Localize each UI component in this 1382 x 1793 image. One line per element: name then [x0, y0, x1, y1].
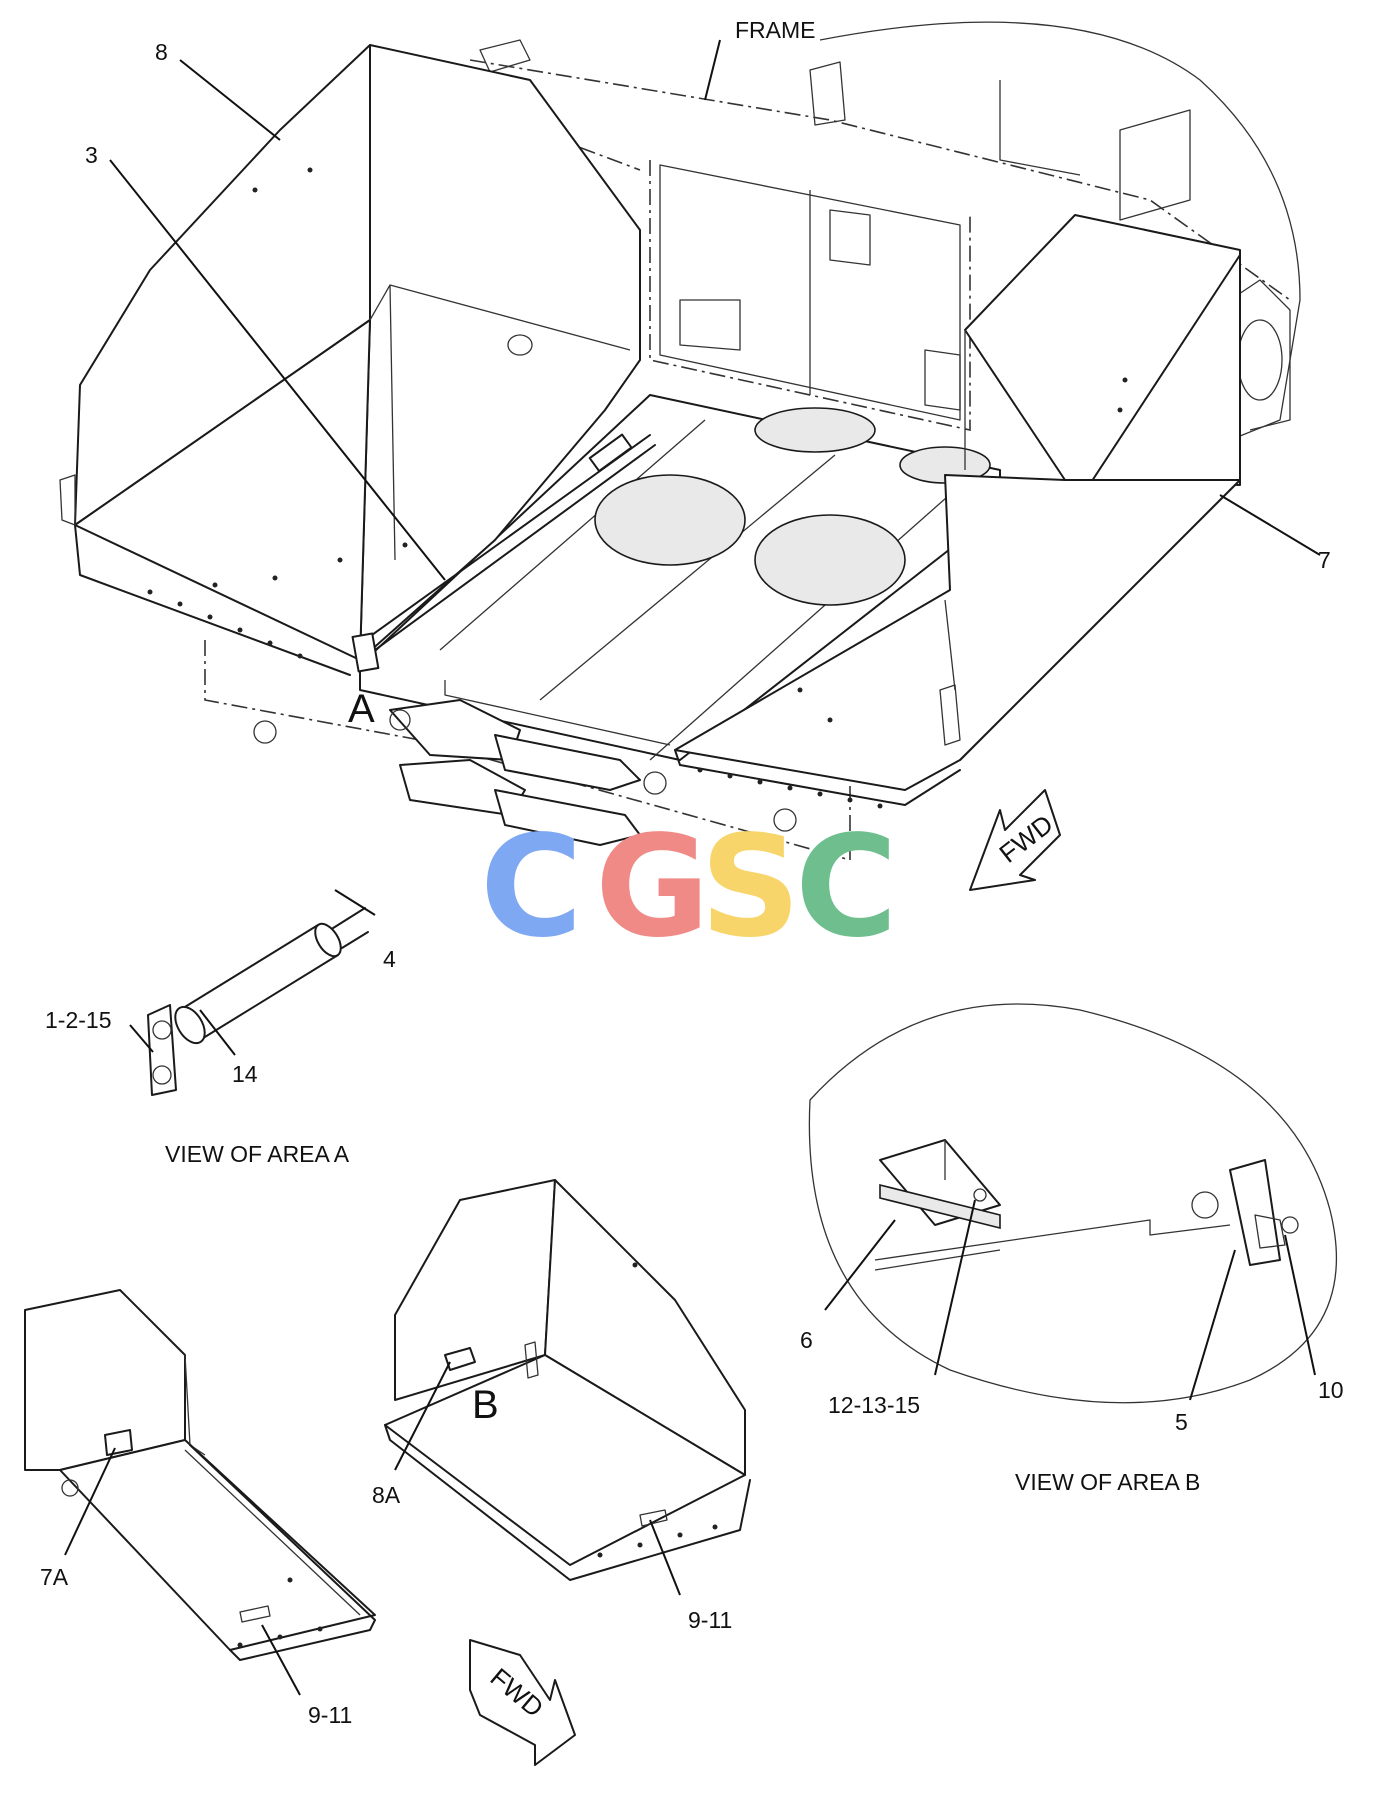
label-7: 7 — [1318, 547, 1331, 573]
right-hood-7 — [674, 214, 1241, 809]
area-b-detail — [808, 1003, 1337, 1404]
watermark-logo: C G S C — [480, 806, 898, 969]
label-8: 8 — [155, 39, 168, 65]
floor-plate — [359, 394, 1001, 761]
label-9-11-middle: 9-11 — [688, 1607, 732, 1633]
leader-lines — [64, 39, 1321, 1696]
hood-7a-view — [24, 1289, 376, 1661]
label-14: 14 — [232, 1061, 258, 1087]
caption-view-area-b: VIEW OF AREA B — [1015, 1469, 1200, 1495]
label-7a: 7A — [40, 1564, 69, 1590]
hood-8a-view — [384, 1179, 751, 1581]
label-3: 3 — [85, 142, 98, 168]
label-area-b: B — [472, 1383, 499, 1427]
frame-outline — [204, 21, 1301, 861]
lower-brackets — [253, 699, 797, 846]
watermark-letter-2: G — [595, 806, 710, 969]
label-4: 4 — [383, 946, 396, 972]
strut-detail — [147, 907, 369, 1096]
label-frame: FRAME — [735, 17, 816, 43]
label-5: 5 — [1175, 1409, 1188, 1435]
part-labels: FRAME 8 3 7 4 1-2-15 14 A B 6 12-13-15 5… — [40, 17, 1344, 1728]
caption-view-area-a: VIEW OF AREA A — [165, 1141, 350, 1167]
label-6: 6 — [800, 1327, 813, 1353]
gas-strut-installed — [351, 433, 656, 673]
label-10: 10 — [1318, 1377, 1344, 1403]
watermark-letter-3: S — [700, 806, 801, 969]
watermark-letter-4: C — [795, 806, 898, 969]
label-12-13-15: 12-13-15 — [828, 1392, 920, 1418]
fwd-arrow-upper: FWD — [969, 789, 1061, 891]
label-8a: 8A — [372, 1482, 401, 1508]
watermark-letter-1: C — [480, 806, 583, 969]
label-area-a: A — [348, 687, 375, 731]
fwd-arrow-lower: FWD — [469, 1639, 576, 1766]
label-1-2-15: 1-2-15 — [45, 1007, 111, 1033]
label-9-11-lower: 9-11 — [308, 1702, 352, 1728]
left-hood-8 — [59, 44, 641, 676]
